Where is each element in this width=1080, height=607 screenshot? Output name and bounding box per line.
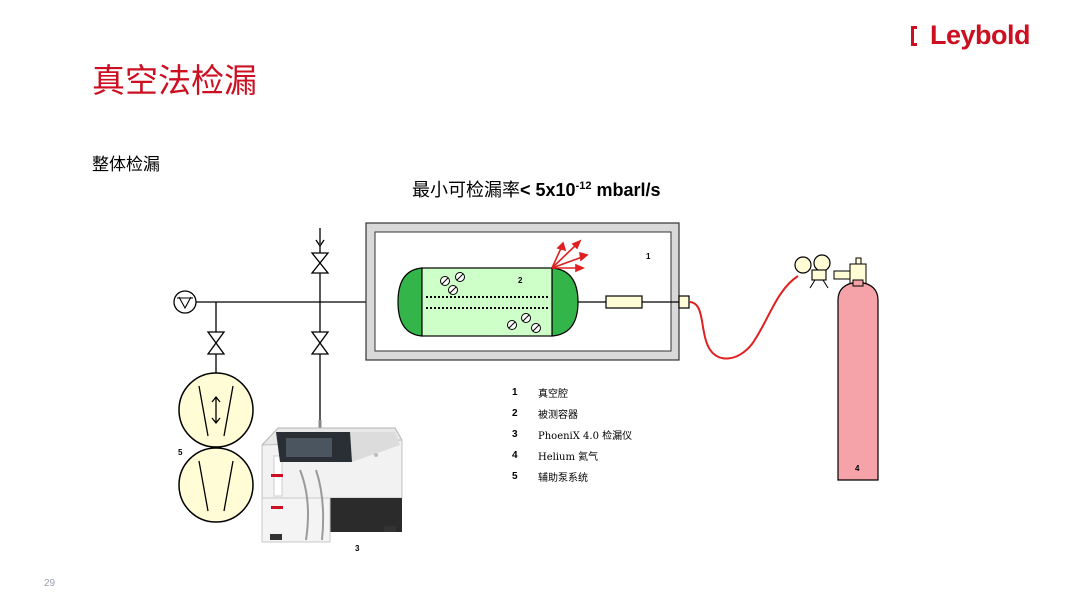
logo-text: Leybold [930, 20, 1031, 50]
vacuum-gauge-icon [173, 290, 197, 314]
leybold-logo-mark-icon [911, 25, 917, 46]
auxiliary-pump-upper-icon [178, 372, 254, 448]
gas-inlet-arrow-icon [315, 228, 325, 248]
vessel-tag: 2 [518, 276, 523, 285]
test-vessel [397, 267, 579, 337]
leak-rate-exponent: -12 [575, 180, 592, 192]
leak-rate-unit: mbarl/s [591, 180, 661, 200]
detector-valve-icon [310, 331, 330, 355]
leak-rate-value: < 5x10 [520, 180, 576, 200]
cylinder-tag: 4 [855, 464, 860, 473]
leak-rate-text: 最小可检漏率 [412, 180, 520, 201]
vent-valve-icon [310, 252, 330, 274]
pump-tag: 5 [178, 448, 183, 457]
helium-hose [688, 275, 799, 360]
page-number: 29 [44, 578, 56, 589]
pump-valve-icon [206, 331, 226, 355]
leybold-logo: Leybold [908, 20, 1031, 51]
leak-arrows-icon [551, 239, 589, 273]
spray-connector [578, 295, 690, 309]
page-title: 真空法检漏 [92, 61, 257, 100]
phoenix-leak-detector [261, 420, 403, 543]
leak-rate-label: 最小可检漏率< 5x10-12 mbarl/s [412, 176, 661, 202]
chamber-tag: 1 [646, 252, 651, 261]
helium-cylinder [837, 279, 879, 481]
auxiliary-pump-lower-icon [178, 447, 254, 523]
detector-tag: 3 [355, 544, 360, 553]
page-subtitle: 整体检漏 [92, 155, 160, 175]
